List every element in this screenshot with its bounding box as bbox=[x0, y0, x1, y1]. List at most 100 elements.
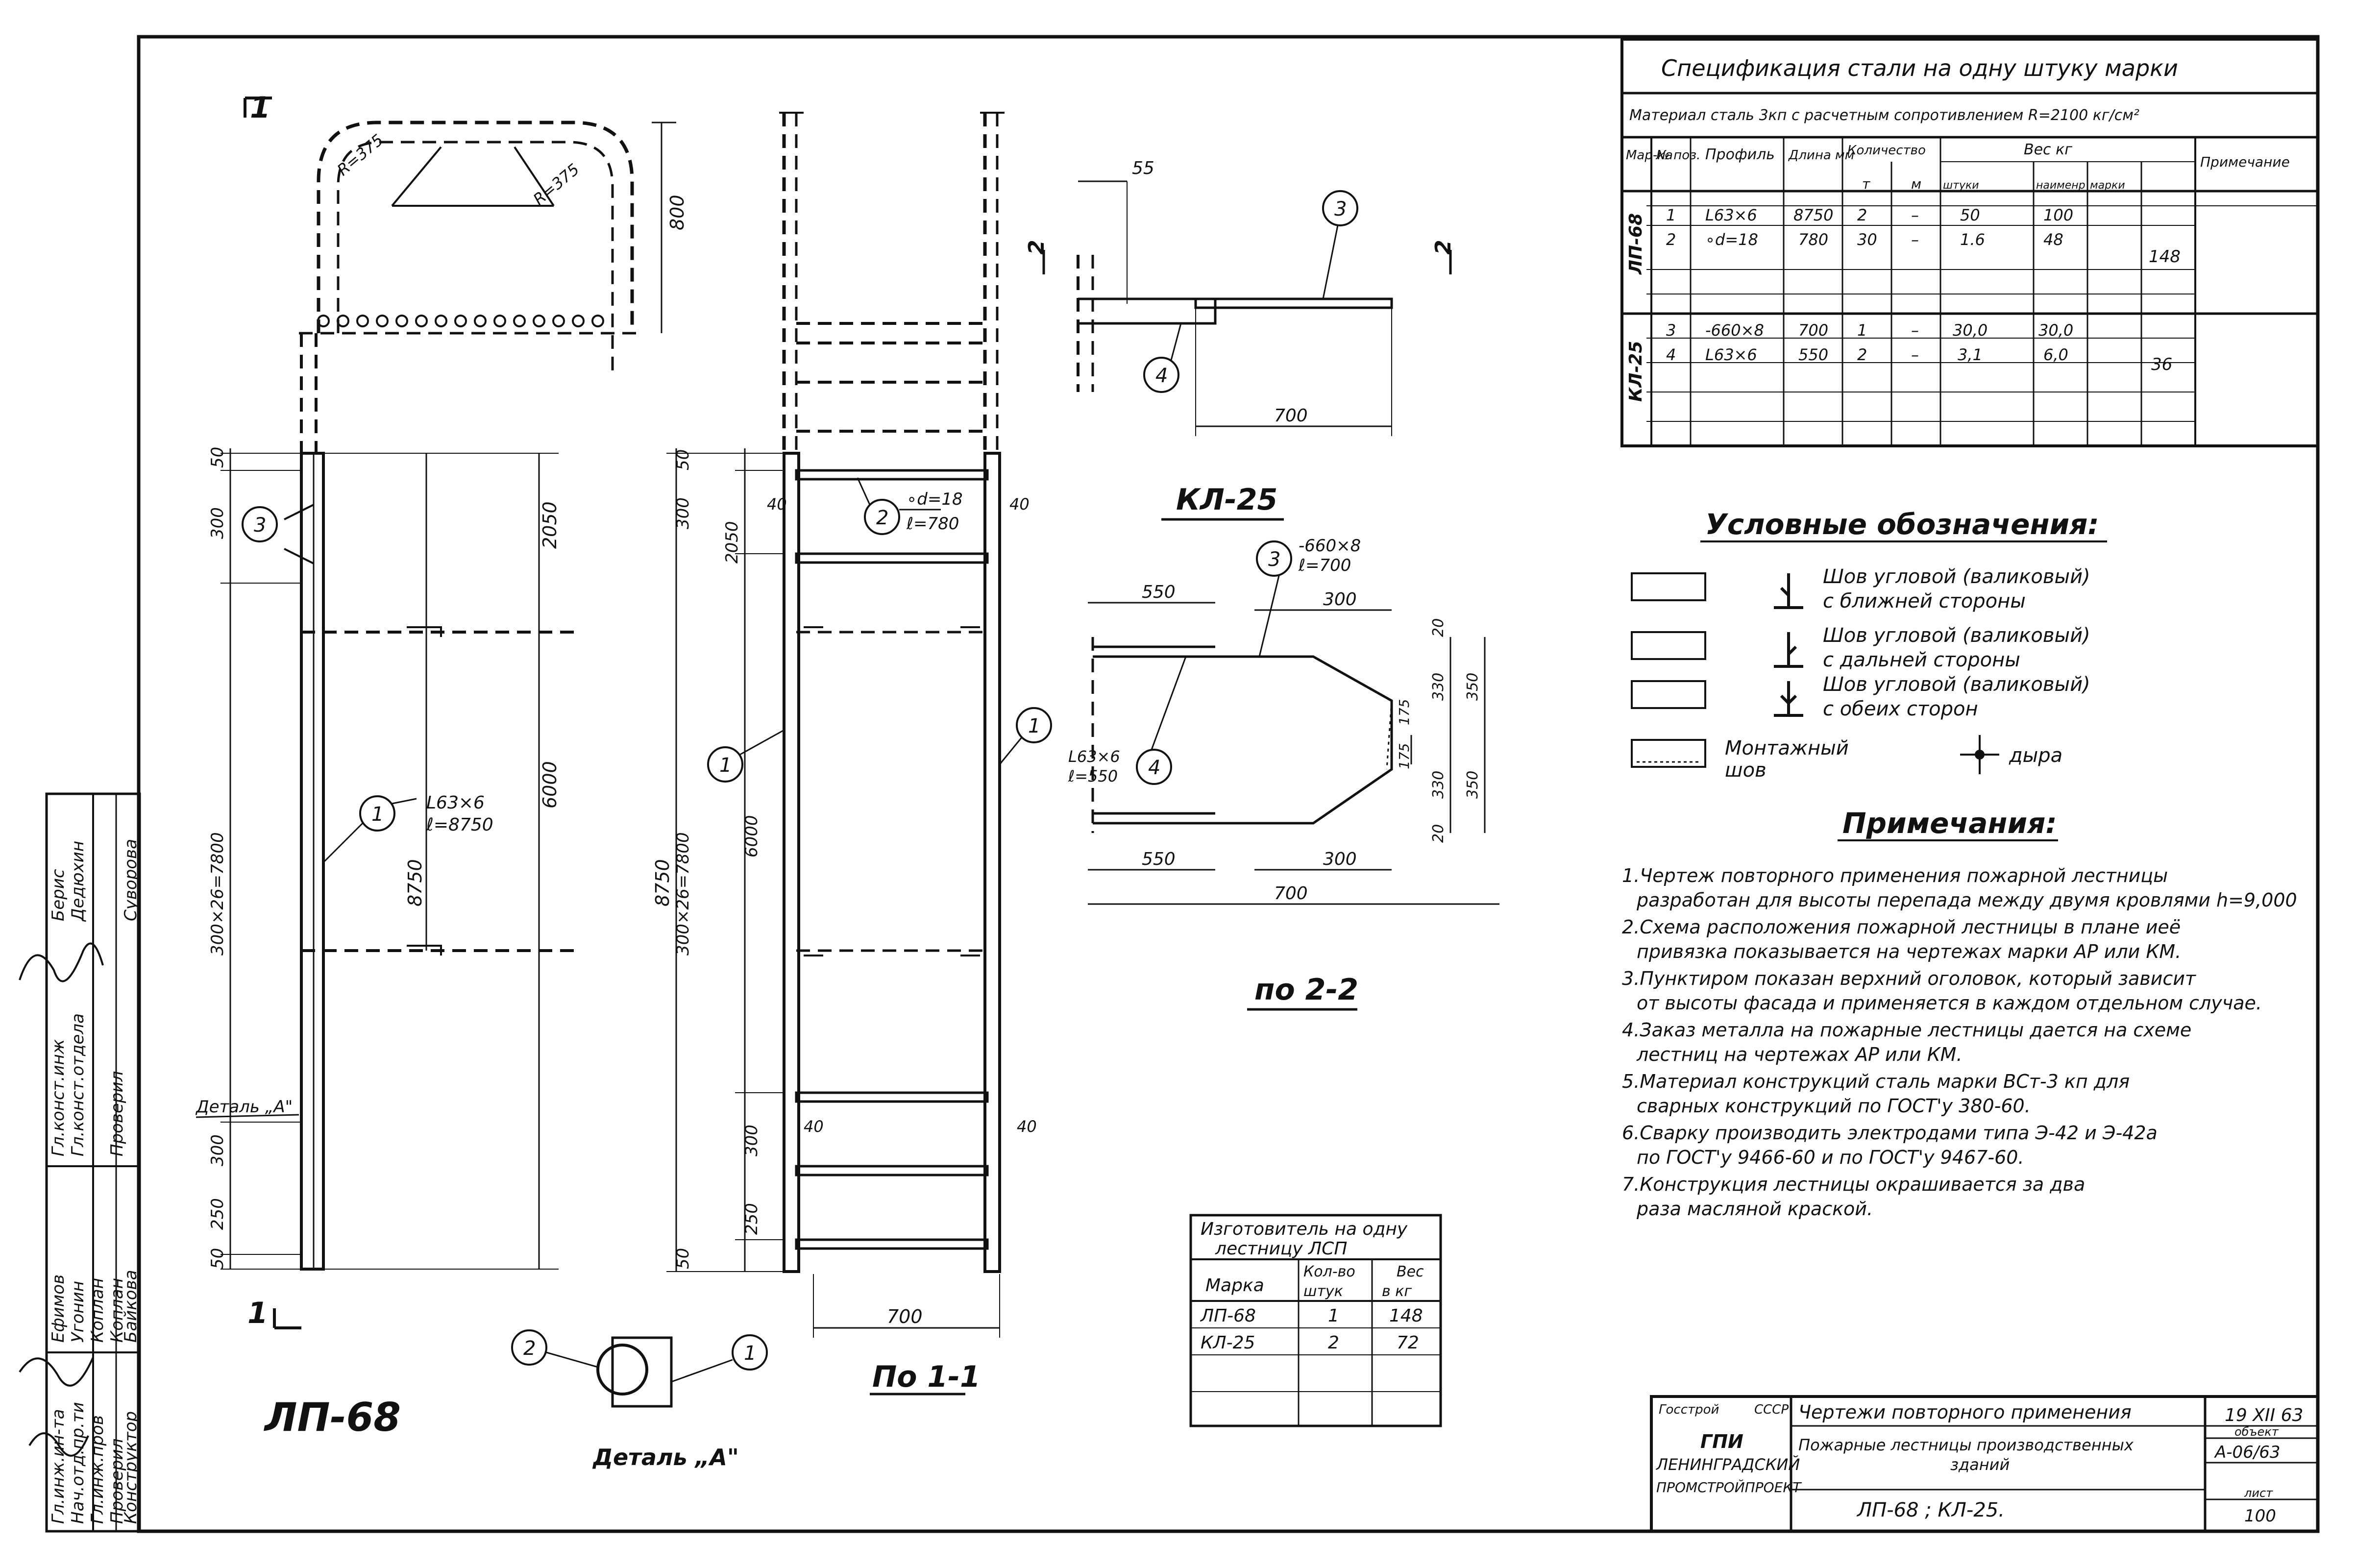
svg-text:175: 175 bbox=[1396, 743, 1412, 769]
svg-text:6,0: 6,0 bbox=[2043, 345, 2068, 364]
side-name-4: Коплан bbox=[107, 1278, 127, 1343]
svg-text:700: 700 bbox=[887, 1306, 923, 1327]
side-stamp-roles: Гл.инж.ин-та Нач.отд.пр.ти Гл.инж.пров П… bbox=[49, 839, 141, 1524]
svg-text:175: 175 bbox=[1396, 699, 1412, 725]
signature-1 bbox=[19, 942, 104, 982]
svg-text:48: 48 bbox=[2043, 230, 2063, 249]
legend: Условные обозначения: Шов угловой (валик… bbox=[1631, 508, 2107, 782]
side-name2-5: Суворова bbox=[121, 839, 141, 921]
svg-text:лист: лист bbox=[2244, 1486, 2273, 1500]
svg-text:330: 330 bbox=[1430, 673, 1447, 701]
svg-text:8750: 8750 bbox=[1793, 206, 1833, 224]
svg-text:250: 250 bbox=[742, 1203, 761, 1235]
svg-text:4: 4 bbox=[1666, 345, 1676, 364]
svg-text:1: 1 bbox=[1028, 715, 1040, 737]
svg-text:ГПИ: ГПИ bbox=[1700, 1431, 1743, 1452]
svg-text:Марка: Марка bbox=[1205, 1275, 1264, 1296]
note-line: лестниц на чертежах АР или КМ. bbox=[1636, 1044, 1963, 1065]
view-label-section-1-1: По 1-1 bbox=[872, 1360, 981, 1394]
svg-text:300×26=7800: 300×26=7800 bbox=[673, 832, 693, 956]
svg-text:L63×6: L63×6 bbox=[1068, 747, 1120, 766]
svg-text:–: – bbox=[1911, 321, 1919, 340]
svg-text:Длина мм: Длина мм bbox=[1788, 148, 1854, 163]
stamp-date: 19 XII 63 bbox=[2225, 1405, 2303, 1425]
svg-text:3: 3 bbox=[254, 514, 266, 537]
svg-text:Примечание: Примечание bbox=[2200, 154, 2290, 170]
legend-hole-label: дыра bbox=[2009, 744, 2062, 767]
note-line: сварных конструкций по ГОСТ'у 380-60. bbox=[1637, 1095, 2031, 1117]
svg-text:2: 2 bbox=[1857, 345, 1867, 364]
svg-text:800: 800 bbox=[666, 195, 688, 230]
svg-text:с ближней стороны: с ближней стороны bbox=[1823, 590, 2026, 612]
rung-rod-row bbox=[317, 315, 604, 327]
svg-text:Профиль: Профиль bbox=[1705, 146, 1775, 163]
bracket-plate bbox=[1194, 297, 1393, 309]
notes-title: Примечания: bbox=[1842, 807, 2057, 840]
spec-mark-2: КЛ-25 bbox=[1626, 341, 1646, 402]
svg-text:50: 50 bbox=[208, 1248, 227, 1269]
svg-text:20: 20 bbox=[1430, 824, 1447, 843]
svg-text:Количество: Количество bbox=[1847, 143, 1926, 158]
stamp-title-4: ЛП-68 ; КЛ-25. bbox=[1856, 1499, 2005, 1521]
note-line: от высоты фасада и применяется в каждом … bbox=[1637, 992, 2262, 1014]
svg-text:L63×6: L63×6 bbox=[1705, 206, 1757, 224]
svg-text:4: 4 bbox=[1148, 757, 1160, 779]
side-role-5: Конструктор bbox=[121, 1411, 141, 1524]
svg-text:штуки: штуки bbox=[1943, 179, 1979, 192]
svg-text:в кг: в кг bbox=[1382, 1283, 1412, 1300]
stamp-title-2: Пожарные лестницы производственных bbox=[1798, 1436, 2134, 1454]
svg-text:300: 300 bbox=[208, 1134, 227, 1166]
svg-text:300×26=7800: 300×26=7800 bbox=[208, 832, 227, 956]
svg-text:550: 550 bbox=[1798, 345, 1828, 364]
svg-text:300: 300 bbox=[1323, 849, 1357, 869]
svg-text:700: 700 bbox=[1274, 406, 1308, 426]
svg-text:–: – bbox=[1911, 230, 1919, 249]
svg-text:ПРОМСТРОЙПРОЕКТ: ПРОМСТРОЙПРОЕКТ bbox=[1656, 1479, 1802, 1495]
stringer-left bbox=[783, 452, 800, 1273]
svg-text:350: 350 bbox=[1464, 673, 1481, 701]
svg-text:с дальней стороны: с дальней стороны bbox=[1823, 649, 2020, 671]
maker-table: Изготовитель на одну лестницу ЛСП Марка … bbox=[1189, 1214, 1442, 1427]
note-line: 7.Конструкция лестницы окрашивается за д… bbox=[1622, 1174, 2085, 1195]
svg-text:550: 550 bbox=[1142, 582, 1176, 602]
detail-a-callout: Деталь „А" bbox=[195, 1097, 293, 1117]
svg-text:550: 550 bbox=[1142, 849, 1176, 869]
svg-text:40: 40 bbox=[1017, 1117, 1037, 1136]
svg-text:2: 2 bbox=[1328, 1333, 1339, 1353]
svg-text:с обеих сторон: с обеих сторон bbox=[1823, 698, 1978, 720]
svg-text:2: 2 bbox=[876, 507, 888, 529]
stamp-sheet: 100 bbox=[2244, 1506, 2276, 1526]
svg-text:R=375: R=375 bbox=[334, 130, 387, 179]
svg-text:1: 1 bbox=[247, 1296, 268, 1330]
svg-text:3: 3 bbox=[1666, 321, 1676, 340]
svg-text:780: 780 bbox=[1798, 230, 1828, 249]
svg-text:300: 300 bbox=[208, 507, 227, 539]
note-line: разработан для высоты перепада между дву… bbox=[1636, 889, 2297, 911]
svg-text:36: 36 bbox=[2151, 355, 2172, 374]
side-role2-2: Гл.конст.отдела bbox=[68, 1013, 88, 1156]
svg-text:ℓ=780: ℓ=780 bbox=[906, 514, 959, 534]
view-detail-a: 2 1 Деталь „А" bbox=[511, 1329, 768, 1470]
legend-item-far: Шов угловой (валиковый) с дальней сторон… bbox=[1631, 624, 2090, 671]
svg-text:3,1: 3,1 bbox=[1958, 345, 1983, 364]
svg-text:–: – bbox=[1911, 206, 1919, 224]
svg-text:штук: штук bbox=[1303, 1283, 1343, 1300]
svg-text:КЛ-25: КЛ-25 bbox=[1201, 1333, 1255, 1353]
view-lp68: R=375 R=375 800 3 bbox=[195, 121, 688, 1440]
notes: Примечания: 1.Чертеж повторного применен… bbox=[1622, 807, 2297, 1220]
legend-item-both: Шов угловой (валиковый) с обеих сторон bbox=[1631, 673, 2090, 720]
svg-text:30,0: 30,0 bbox=[1953, 321, 1988, 340]
svg-text:Госстрой: Госстрой bbox=[1659, 1402, 1719, 1417]
stamp-title-1: Чертежи повторного применения bbox=[1798, 1401, 2132, 1423]
title-block: Госстрой СССР ГПИ ЛЕНИНГРАДСКИЙ ПРОМСТРО… bbox=[1650, 1395, 2319, 1533]
svg-text:50: 50 bbox=[673, 449, 693, 470]
svg-text:300: 300 bbox=[673, 497, 693, 529]
svg-text:Шов угловой (валиковый): Шов угловой (валиковый) bbox=[1823, 624, 2090, 647]
side-stamp: Гл.инж.ин-та Нач.отд.пр.ти Гл.инж.пров П… bbox=[19, 792, 141, 1533]
svg-text:2: 2 bbox=[1666, 230, 1676, 249]
svg-text:ЛП-68: ЛП-68 bbox=[1200, 1306, 1256, 1326]
stamp-title-3: зданий bbox=[1950, 1455, 2010, 1474]
svg-text:55: 55 bbox=[1132, 158, 1154, 178]
section-mark-1-top: 1 bbox=[244, 91, 272, 125]
stringer-right bbox=[983, 452, 1001, 1273]
